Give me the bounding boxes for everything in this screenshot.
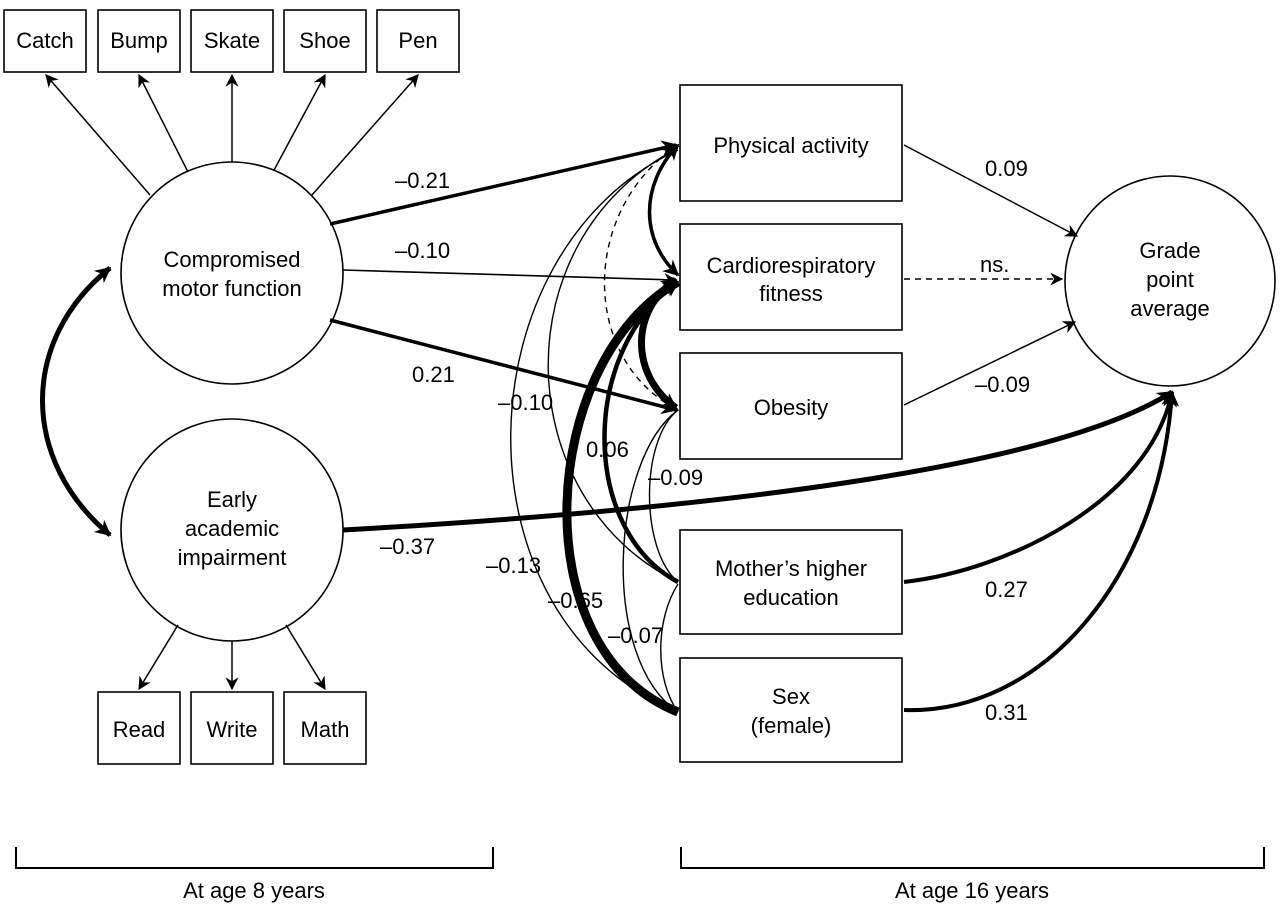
academic-label-line1: Early: [207, 487, 257, 512]
indicator-catch: Catch: [3, 9, 87, 73]
indicator-pen: Pen: [376, 9, 460, 73]
indicator-read-label: Read: [113, 717, 166, 742]
gpa-label-line2: point: [1146, 267, 1194, 292]
coef-motor-to-pa: –0.21: [395, 168, 450, 193]
coef-cov-a: –0.10: [498, 390, 553, 415]
covariance-arcs: [510, 143, 681, 717]
coef-motor-to-fitness: –0.10: [395, 238, 450, 263]
indicator-skate-label: Skate: [204, 28, 260, 53]
fitness-label-line1: Cardiorespiratory: [707, 253, 876, 278]
fitness-label-line2: fitness: [759, 281, 823, 306]
indicator-bump-label: Bump: [110, 28, 167, 53]
mother-label-line2: education: [743, 585, 838, 610]
coef-sex-to-gpa: 0.31: [985, 700, 1028, 725]
mother-label-line1: Mother’s higher: [715, 556, 867, 581]
motor-label-line2: motor function: [162, 276, 301, 301]
node-cardiorespiratory-fitness: Cardiorespiratory fitness: [679, 223, 903, 331]
latent-motor-function: Compromised motor function: [120, 161, 344, 385]
gpa-label-line3: average: [1130, 296, 1210, 321]
gpa-paths: [342, 144, 1180, 713]
indicator-catch-label: Catch: [16, 28, 73, 53]
academic-loadings: [138, 624, 326, 691]
coef-cov-b: 0.06: [586, 437, 629, 462]
coef-cov-d: –0.13: [486, 553, 541, 578]
coef-cov-f: –0.07: [608, 623, 663, 648]
gpa-label-line1: Grade: [1139, 238, 1200, 263]
coef-academic-to-gpa: –0.37: [380, 534, 435, 559]
bracket-age8-label: At age 8 years: [183, 878, 325, 903]
indicator-shoe-label: Shoe: [299, 28, 350, 53]
indicator-math-label: Math: [301, 717, 350, 742]
node-sex: Sex (female): [679, 657, 903, 763]
sex-label-line1: Sex: [772, 684, 810, 709]
latent-correlation-arrow: [40, 266, 112, 537]
coef-pa-to-gpa: 0.09: [985, 156, 1028, 181]
indicator-write: Write: [190, 691, 274, 765]
indicator-read: Read: [97, 691, 181, 765]
motor-loadings: [45, 73, 419, 196]
coef-mother-to-gpa: 0.27: [985, 577, 1028, 602]
physical-activity-label: Physical activity: [713, 133, 868, 158]
academic-label-line2: academic: [185, 516, 279, 541]
sex-label-line2: (female): [751, 713, 832, 738]
indicator-bump: Bump: [97, 9, 181, 73]
coef-obesity-to-gpa: –0.09: [975, 372, 1030, 397]
indicator-math: Math: [283, 691, 367, 765]
academic-label-line3: impairment: [178, 545, 287, 570]
node-physical-activity: Physical activity: [679, 84, 903, 202]
bracket-age8: At age 8 years: [15, 847, 494, 903]
indicator-write-label: Write: [207, 717, 258, 742]
motor-label-line1: Compromised: [164, 247, 301, 272]
coef-cov-e: –0.65: [548, 588, 603, 613]
bracket-age16-label: At age 16 years: [895, 878, 1049, 903]
coefficient-labels: –0.21 –0.10 0.21 0.09 ns. –0.09 –0.37 0.…: [380, 156, 1030, 725]
latent-grade-point-average: Grade point average: [1064, 175, 1276, 387]
coef-fitness-to-gpa: ns.: [980, 252, 1009, 277]
coef-cov-c: –0.09: [648, 465, 703, 490]
indicator-pen-label: Pen: [398, 28, 437, 53]
indicator-shoe: Shoe: [283, 9, 367, 73]
node-mother-education: Mother’s higher education: [679, 529, 903, 635]
coef-motor-to-obesity: 0.21: [412, 362, 455, 387]
obesity-label: Obesity: [754, 395, 829, 420]
bracket-age16: At age 16 years: [680, 847, 1265, 903]
motor-paths: [329, 140, 678, 415]
latent-academic-impairment: Early academic impairment: [120, 418, 344, 642]
indicator-skate: Skate: [190, 9, 274, 73]
node-obesity: Obesity: [679, 352, 903, 460]
